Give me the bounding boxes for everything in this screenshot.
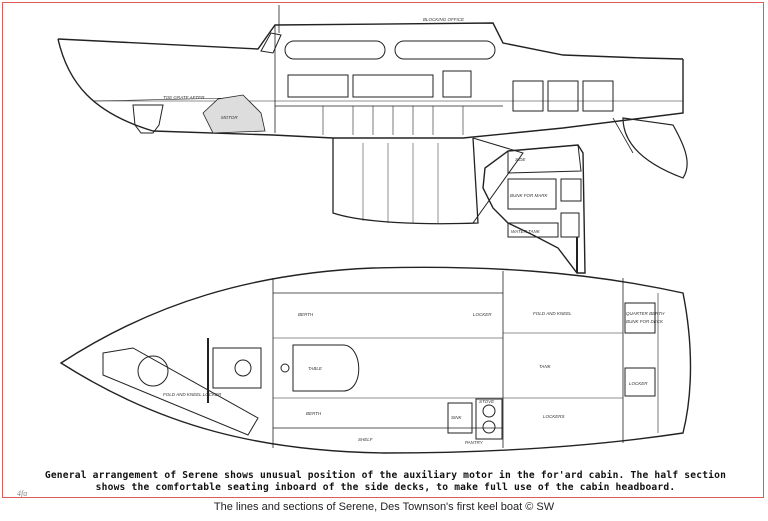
plan-hatch-circle	[137, 355, 169, 387]
section-label-b: BUNK FOR MARK	[510, 193, 549, 198]
plan-label-i: PANTRY	[465, 440, 484, 445]
image-footer-caption: The lines and sections of Serene, Des To…	[213, 501, 555, 513]
plan-label-o: LOCKERS	[543, 414, 565, 419]
plan-label-b: LOCKER	[473, 312, 492, 317]
plan-motor-circle	[234, 359, 252, 377]
plan-label-a: BERTH	[298, 312, 314, 317]
plan-label-h: SHELF	[358, 437, 373, 442]
plan-stove-burner-1	[482, 404, 496, 418]
plan-locker-aft	[624, 367, 656, 397]
profile-keel-hatching	[362, 143, 439, 223]
profile-hatch	[260, 32, 282, 54]
profile-locker-2	[442, 70, 472, 98]
plan-table	[292, 344, 360, 392]
profile-hull-bottom	[57, 38, 684, 139]
profile-cupboard-3	[582, 80, 614, 112]
boat-drawing: BLOCKING OFFICE TOE GRATE AFTER MOTOR SI…	[57, 5, 692, 454]
figure-frame: BLOCKING OFFICE TOE GRATE AFTER MOTOR SI…	[2, 2, 764, 498]
corner-mark: 4fa	[17, 489, 28, 498]
profile-shelf-line	[92, 97, 234, 102]
section-label-a: SIDE	[515, 157, 527, 162]
plan-label-d: TABLE	[308, 366, 323, 371]
plan-label-j: SINK	[451, 415, 463, 420]
section-berth	[507, 178, 557, 210]
profile-berth	[287, 74, 349, 98]
profile-cupboard-2	[547, 80, 579, 112]
profile-porthole-aft	[394, 40, 496, 60]
profile-rudder-stock	[612, 117, 634, 154]
plan-stove	[475, 398, 503, 440]
section-cabin-top	[507, 144, 582, 174]
plan-label-n: LOCKER	[629, 381, 648, 386]
section-drawer	[560, 212, 580, 238]
profile-sheer	[57, 22, 684, 60]
profile-locker-1	[352, 74, 434, 98]
profile-cupboard-1	[512, 80, 544, 112]
plan-label-g: BERTH	[306, 411, 322, 416]
section-outline	[482, 144, 586, 274]
section-locker	[560, 178, 582, 202]
plan-hull-outline	[59, 266, 692, 454]
profile-label-lower: TOE GRATE AFTER	[163, 95, 205, 100]
section-tank	[507, 222, 559, 238]
plan-stove-burner-2	[482, 420, 496, 434]
plan-quarter-berth	[624, 302, 656, 334]
caption-line-1: General arrangement of Serene shows unus…	[44, 470, 727, 481]
plan-small-circle	[280, 363, 290, 373]
plan-label-f: TANK	[539, 364, 552, 369]
profile-toilet	[132, 104, 164, 134]
profile-rudder	[622, 117, 688, 179]
plan-label-c: FOLD AND KNEEL	[533, 311, 572, 316]
plan-label-k: STOVE	[479, 399, 495, 404]
plan-forepeak	[102, 347, 259, 436]
plan-label-m: BUNK FOR DECK	[626, 319, 664, 324]
plan-label-e: FOLD AND KNEEL LOCKER	[163, 392, 222, 397]
plan-motor-box	[212, 347, 262, 389]
section-label-c: WATER TANK	[511, 229, 541, 234]
drawing-caption: General arrangement of Serene shows unus…	[33, 470, 738, 494]
plan-sink	[447, 402, 473, 434]
profile-keel	[332, 137, 479, 225]
plan-label-l: QUARTER BERTH	[626, 311, 665, 316]
profile-frames	[322, 106, 464, 135]
plan-view: BERTH LOCKER FOLD AND KNEEL TABLE FOLD A…	[59, 266, 692, 454]
profile-porthole-fwd	[284, 40, 386, 60]
half-section-view: SIDE BUNK FOR MARK WATER TANK	[482, 144, 586, 274]
profile-label-top: BLOCKING OFFICE	[423, 17, 465, 22]
profile-motor	[202, 94, 266, 134]
profile-view: BLOCKING OFFICE TOE GRATE AFTER MOTOR	[57, 5, 688, 225]
profile-skeg	[472, 137, 524, 224]
caption-line-2: shows the comfortable seating inboard of…	[95, 482, 676, 493]
profile-label-motor: MOTOR	[221, 115, 238, 120]
